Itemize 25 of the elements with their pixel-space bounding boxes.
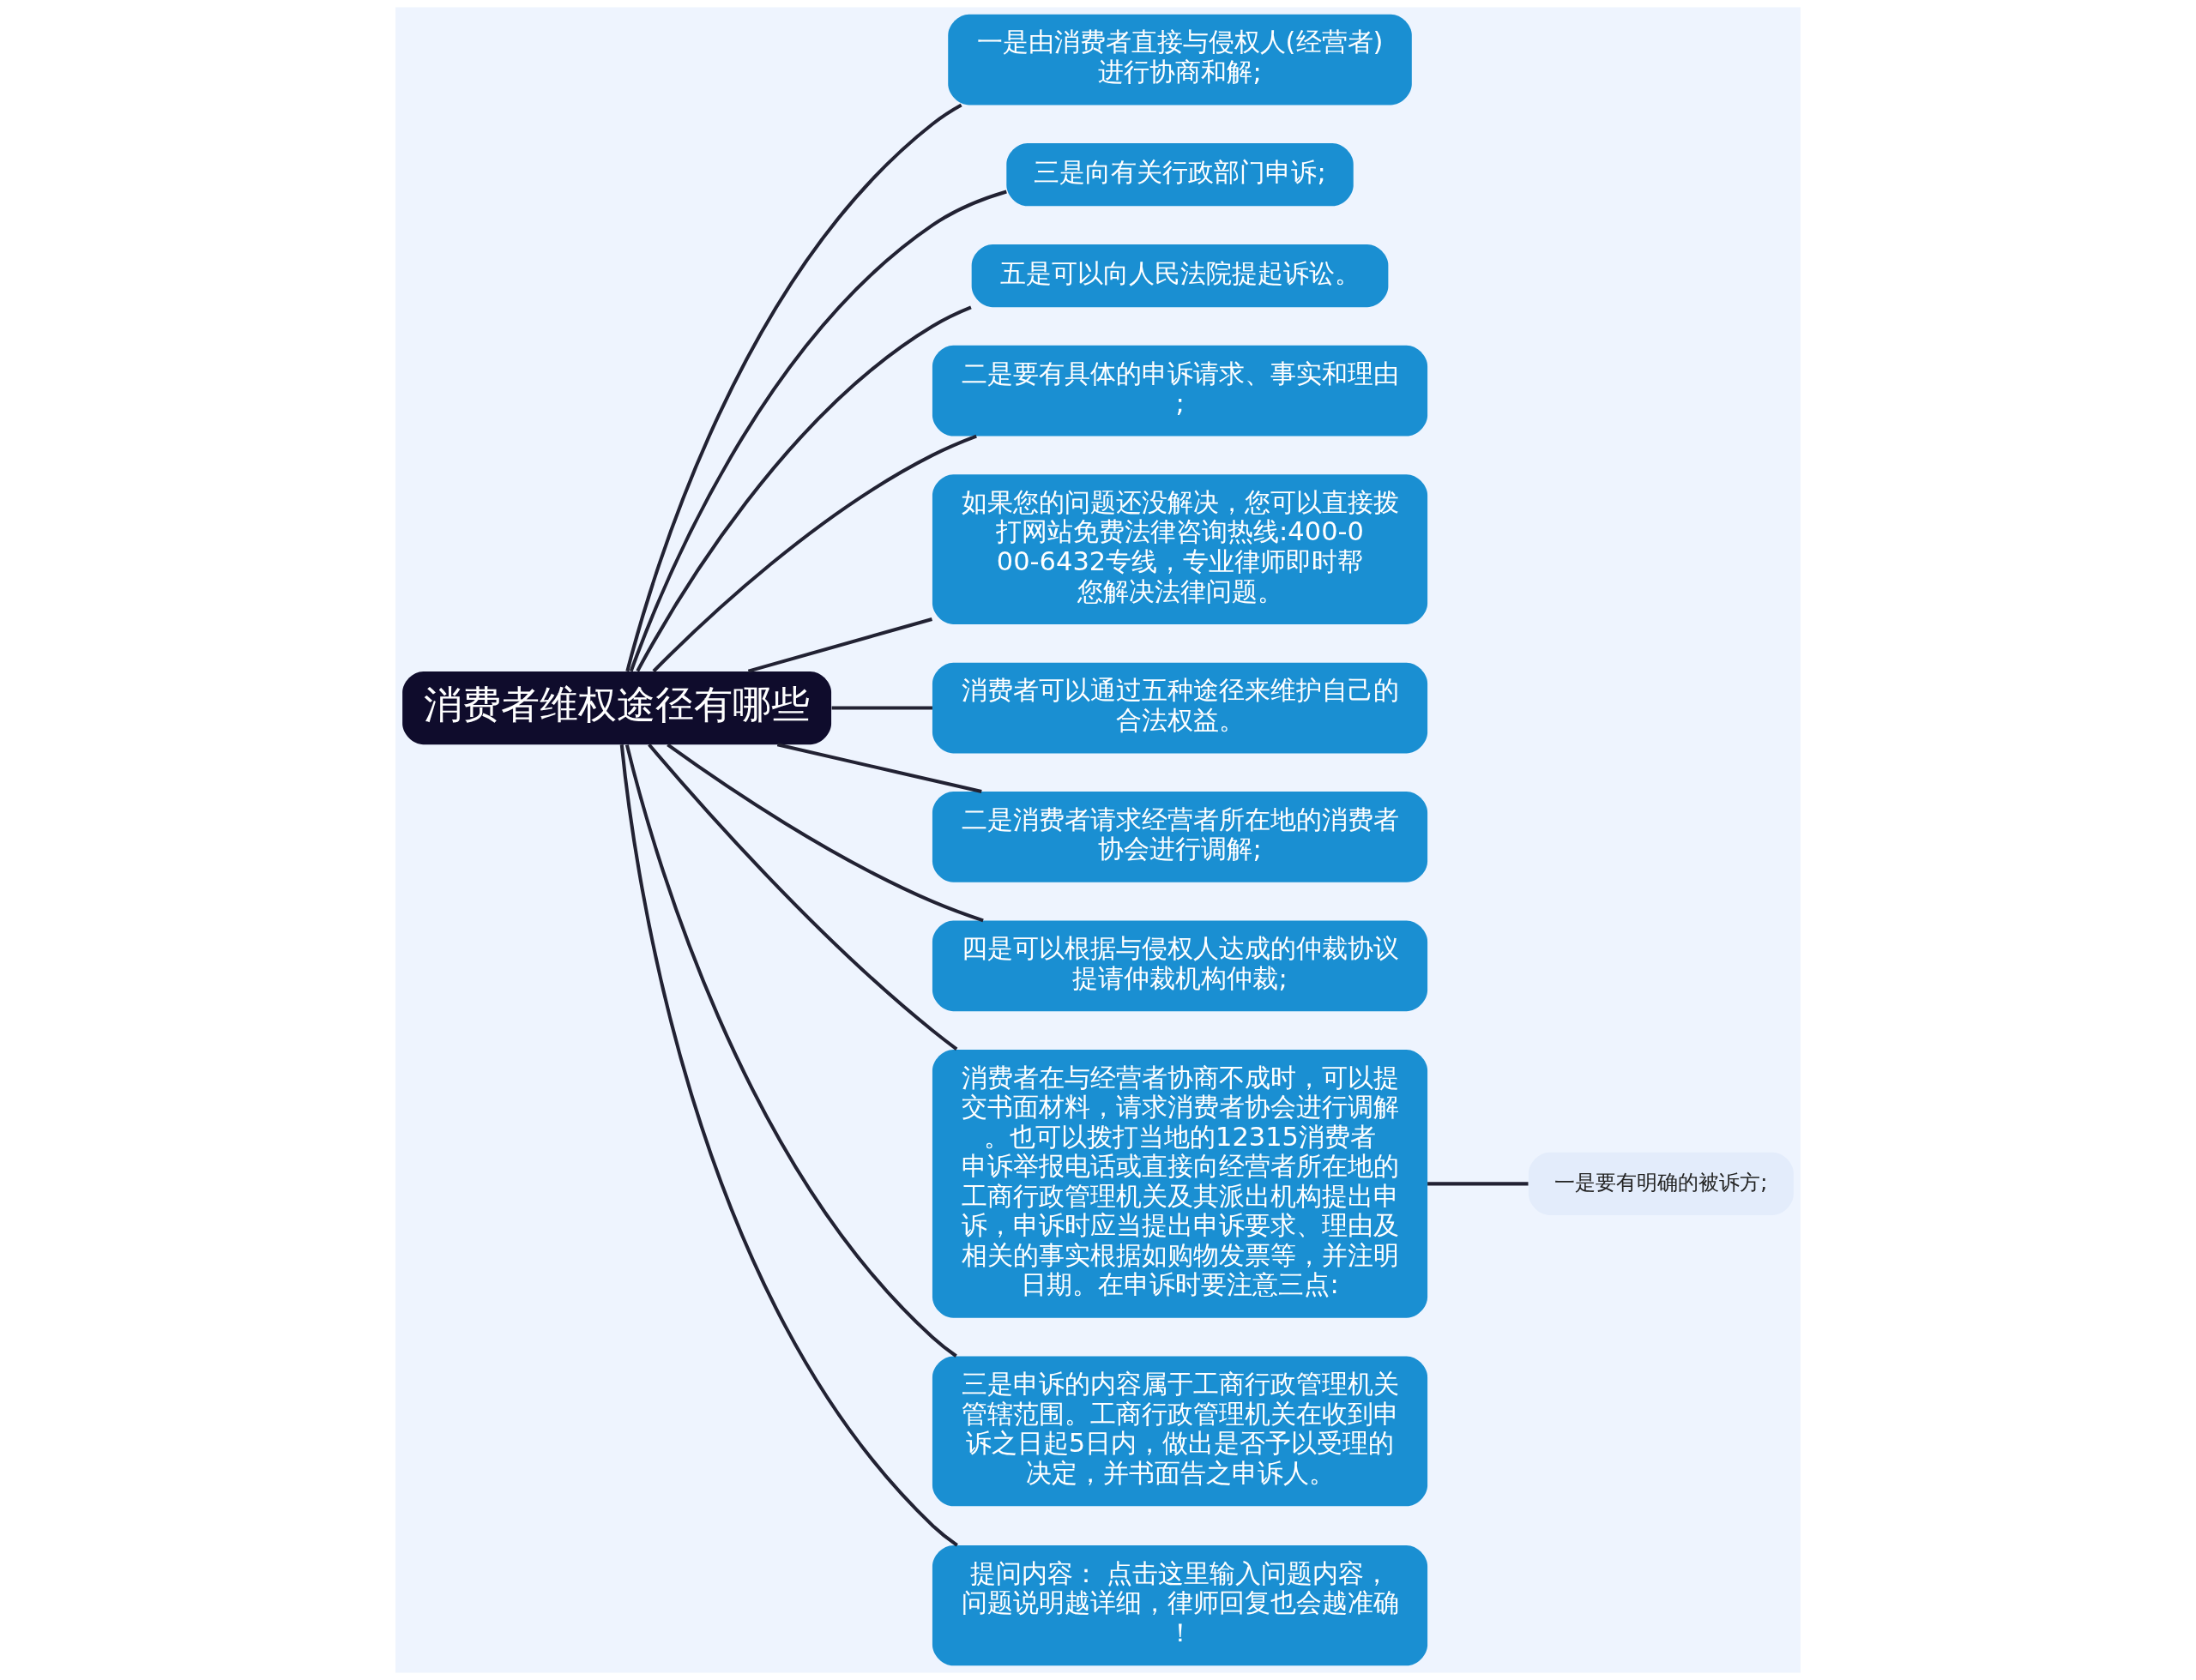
connector: [776, 743, 982, 794]
connector: [831, 706, 932, 710]
node-box: 四是可以根据与侵权人达成的仲裁协议提请仲裁机构仲裁;: [932, 920, 1428, 1012]
connector: [636, 305, 972, 672]
node-box: 三是向有关行政部门申诉;: [1006, 143, 1354, 207]
connector: [1427, 1182, 1529, 1186]
connector: [648, 743, 958, 1051]
connector: [667, 743, 984, 923]
connector: [652, 434, 977, 673]
node-box: 三是申诉的内容属于工商行政管理机关管辖范围。工商行政管理机关在收到申诉之日起5日内，做出是否予以受理的决定，并书面告之申诉人。: [932, 1356, 1428, 1507]
node-box: 一是要有明确的被诉方;: [1528, 1152, 1794, 1215]
node-box: 一是由消费者直接与侵权人(经营者)进行协商和解;: [948, 14, 1412, 105]
node-box: 消费者在与经营者协商不成时，可以提交书面材料，请求消费者协会进行调解。也可以拨打当地的12315消费者申诉举报电话或直接向经营者所在地的工商行政管理机关及其派出机构提出申诉，申诉时应当提出申诉要求、理由及相关的事实根据如购物发票等，并注明日期。在申诉时要注意三点:: [932, 1049, 1428, 1318]
connector: [747, 617, 933, 673]
node-box: 五是可以向人民法院提起诉讼。: [971, 244, 1389, 308]
node-box: 消费者维权途径有哪些: [402, 671, 832, 745]
connector: [625, 103, 962, 672]
connector: [624, 744, 957, 1358]
node-box: 消费者可以通过五种途径来维护自己的合法权益。: [932, 662, 1428, 754]
node-box: 如果您的问题还没解决，您可以直接拨打网站免费法律咨询热线:400-000-6432专线，专业律师即时帮您解决法律问题。: [932, 474, 1428, 624]
node-box: 提问内容： 点击这里输入问题内容，问题说明越详细，律师回复也会越准确！: [932, 1545, 1428, 1666]
connector: [619, 744, 958, 1547]
node-box: 二是要有具体的申诉请求、事实和理由;: [932, 345, 1428, 437]
connector: [629, 190, 1007, 672]
node-box: 二是消费者请求经营者所在地的消费者协会进行调解;: [932, 792, 1428, 882]
